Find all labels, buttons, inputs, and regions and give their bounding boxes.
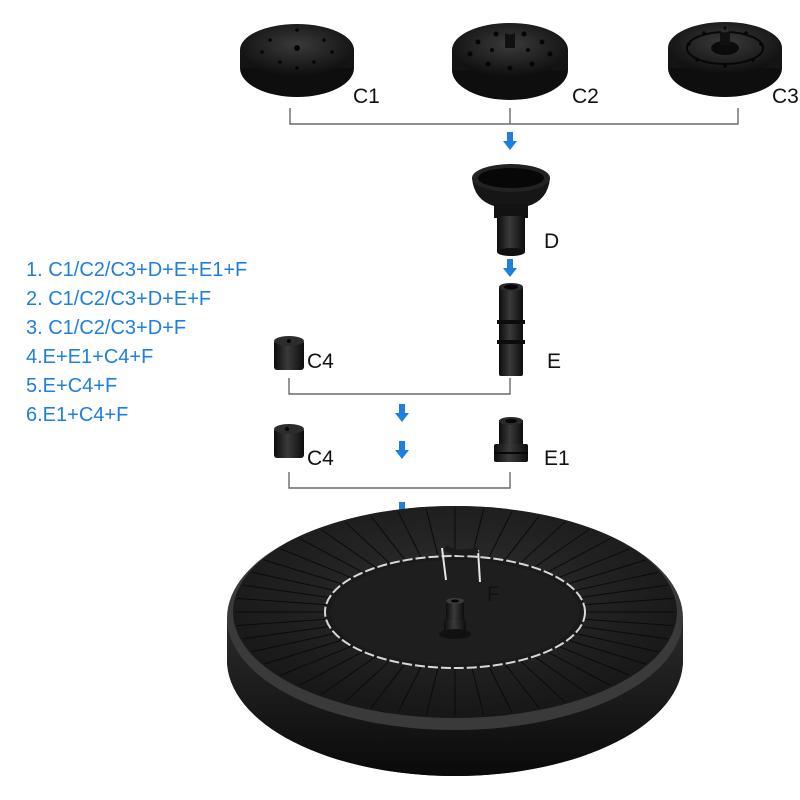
part-e1-connector (494, 417, 528, 462)
panel-segment-line (488, 665, 513, 713)
bottom-bracket (288, 472, 511, 489)
panel-segment-line (320, 529, 377, 568)
panel-segment-line (280, 548, 353, 579)
nozzle-c1-holes (260, 28, 334, 70)
label-c3: C3 (772, 85, 799, 108)
panel-segment-line (236, 618, 327, 627)
part-f-solar-fountain (227, 506, 683, 776)
panel-segment-line (251, 632, 336, 653)
label-c1: C1 (353, 85, 380, 108)
panel-segment-line (533, 656, 590, 695)
panel-segment-line (299, 651, 364, 686)
label-c2: C2 (572, 85, 599, 108)
panel-segment-line (504, 663, 540, 709)
arrow-down-icon (503, 259, 517, 277)
panel-segment-line (425, 508, 439, 557)
panel-segment-line (567, 559, 646, 585)
combination-list: 1. C1/C2/C3+D+E+E1+F 2. C1/C2/C3+D+E+F 3. … (26, 256, 247, 430)
nozzle-c2 (452, 23, 568, 100)
panel-segment-line (546, 538, 611, 573)
combination-item: 4.E+E1+C4+F (26, 346, 154, 368)
label-d: D (544, 230, 560, 253)
panel-segment-line (519, 521, 566, 564)
part-c4-cap-bottom (274, 424, 304, 458)
part-c4-cap-top (274, 336, 304, 370)
nozzle-c2-holes (467, 31, 553, 71)
panel-segment-line (583, 597, 674, 606)
panel-segment-line (583, 618, 674, 627)
panel-segment-line (504, 515, 540, 561)
label-f: F (487, 583, 500, 606)
combination-item: 3. C1/C2/C3+D+F (26, 317, 187, 339)
nozzle-c3 (668, 22, 782, 97)
outlet-nozzle (439, 598, 471, 639)
nozzle-c3-holes (687, 26, 763, 68)
panel-segment-line (580, 584, 668, 599)
panel-segment-line (557, 645, 630, 676)
panel-segment-line (533, 529, 590, 568)
label-e1: E1 (544, 447, 570, 470)
panel-segment-line (242, 584, 330, 599)
arrow-down-icon (395, 441, 409, 459)
part-e-tube (497, 283, 525, 376)
panel-segment-line (557, 548, 630, 579)
nozzle-c1 (240, 24, 354, 97)
panel-segment-line (574, 571, 659, 592)
panel-segment-line (425, 667, 439, 716)
middle-bracket (288, 378, 511, 395)
panel-segment-line (580, 625, 668, 640)
panel-segment-line (251, 571, 336, 592)
part-d-adapter (472, 164, 550, 256)
panel-segment-line (370, 663, 406, 709)
panel-segment-line (397, 665, 422, 713)
panel-segment-line (567, 639, 646, 665)
panel-segment-line (519, 660, 566, 703)
arrow-down-icon (503, 132, 517, 150)
panel-segment-line (236, 597, 327, 606)
panel-segment-line (264, 639, 343, 665)
panel-segment-line (344, 521, 391, 564)
label-c4-top: C4 (307, 350, 334, 373)
panel-segment-line (299, 538, 364, 573)
panel-segment-line (280, 645, 353, 676)
panel-segment-line (546, 651, 611, 686)
panel-segment-line (370, 515, 406, 561)
label-c4-bottom: C4 (307, 447, 334, 470)
label-e: E (547, 350, 562, 373)
arrow-down-icon (395, 404, 409, 422)
solar-panel-segments (235, 508, 675, 716)
combination-item: 5.E+C4+F (26, 375, 118, 397)
top-bracket (289, 108, 739, 125)
panel-segment-line (397, 511, 422, 559)
panel-segment-line (488, 511, 513, 559)
panel-segment-line (344, 660, 391, 703)
panel-segment-line (242, 625, 330, 640)
panel-segment-line (264, 559, 343, 585)
combination-item: 1. C1/C2/C3+D+E+E1+F (26, 259, 248, 281)
combination-item: 6.E1+C4+F (26, 404, 129, 426)
panel-segment-line (574, 632, 659, 653)
combination-item: 2. C1/C2/C3+D+E+F (26, 288, 212, 310)
panel-segment-line (471, 667, 485, 716)
panel-segment-line (320, 656, 377, 695)
